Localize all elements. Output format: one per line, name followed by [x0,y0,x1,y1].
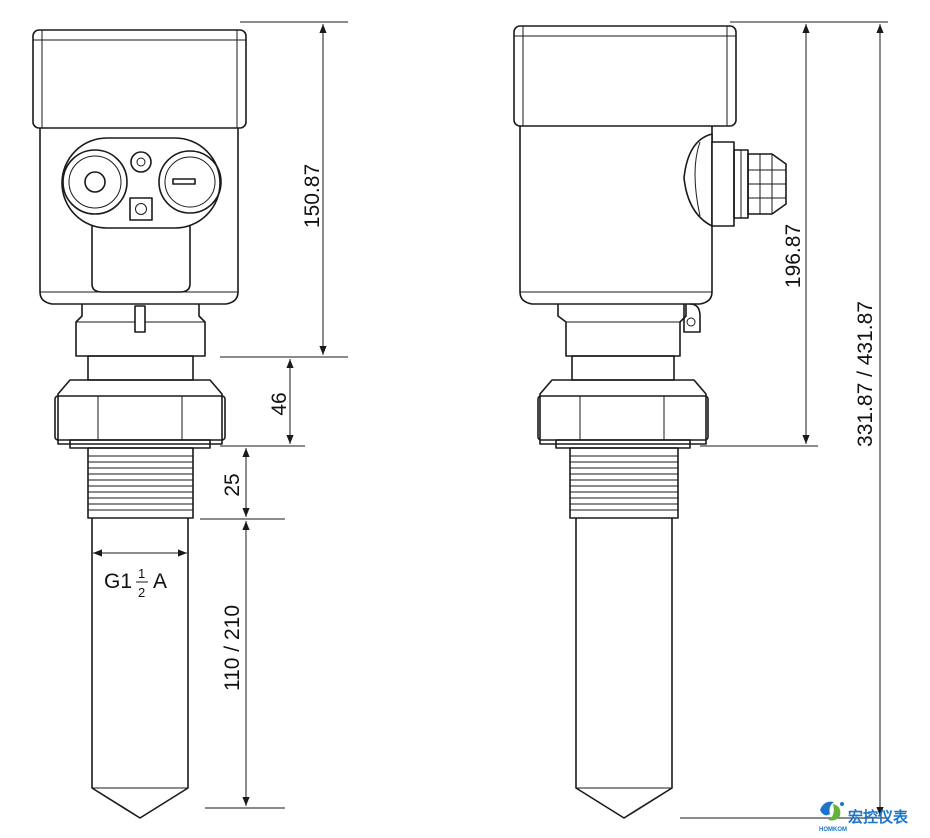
side-antenna-rod [575,518,673,819]
front-housing-lid [32,29,247,129]
front-extension-lines [200,21,348,809]
logo-text-cn: 宏控仪表 [848,808,909,826]
thread-diameter-dimension: G1 1 2 A [93,549,187,600]
front-thread [87,447,194,519]
thread-label-suffix: A [153,570,167,593]
front-hex-nut [54,379,226,449]
side-housing-body [519,126,713,305]
dim-331-431-label: 331.87 / 431.87 [854,301,877,447]
dimension-46: 46 [268,359,294,444]
dimension-25: 25 [221,448,250,517]
ground-lug [683,303,701,333]
dim-150-label: 150.87 [301,164,324,228]
side-extension-lines [680,21,888,819]
dimension-196: 196.87 [782,24,810,444]
logo-text-en: HOMKOM [819,827,847,833]
dim-25-label: 25 [221,473,244,496]
side-neck [557,304,687,381]
dimension-110-210: 110 / 210 [221,521,250,806]
company-logo: 宏控仪表 HOMKOM [819,801,909,833]
front-antenna-rod [91,518,189,819]
cable-gland [683,133,787,227]
front-view: G1 1 2 A 150.87 46 25 [32,21,348,819]
dimension-331-431: 331.87 / 431.87 [854,24,884,816]
side-hex-nut [537,379,709,449]
thread-label-main: G1 [104,570,132,593]
thread-label-numerator: 1 [138,566,145,581]
thread-label-denominator: 2 [138,585,145,600]
side-thread [569,447,679,519]
front-display-panel [61,137,222,293]
dim-46-label: 46 [268,392,291,415]
front-neck [75,304,206,381]
side-housing-lid [513,25,737,127]
dimension-150: 150.87 [301,24,327,355]
dim-110-210-label: 110 / 210 [221,605,244,691]
dim-196-label: 196.87 [782,224,805,288]
logo-mark-icon [820,801,844,821]
side-view: 196.87 331.87 / 431.87 [513,21,888,819]
